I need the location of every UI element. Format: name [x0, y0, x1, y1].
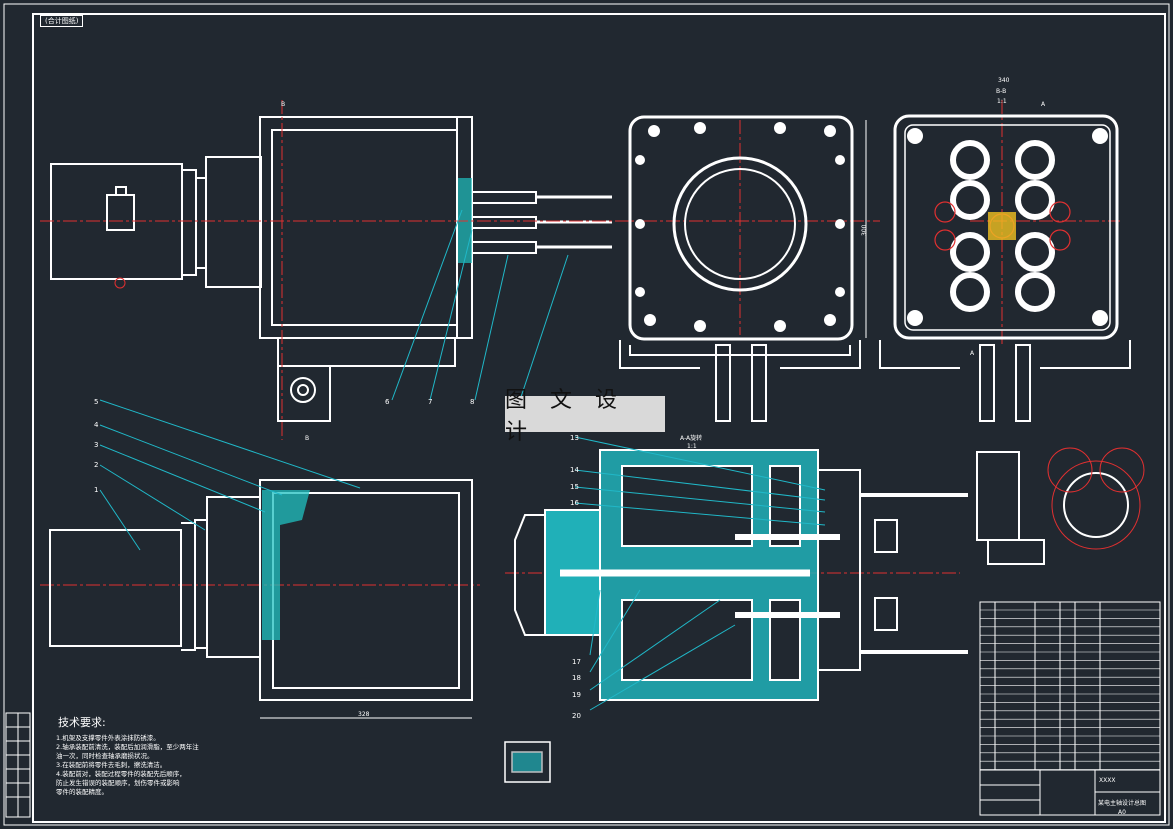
callout-13: 13 — [570, 434, 579, 442]
callout-14: 14 — [570, 466, 579, 474]
title-block-size: A0 — [1118, 809, 1126, 816]
section-marker-a-top: A — [1041, 101, 1046, 108]
section-view-rings — [950, 140, 1055, 312]
tech-requirements-title: 技术要求: — [58, 716, 106, 729]
centre-cross-icon — [114, 277, 126, 289]
tech-requirement-line: 4.装配前对，装配过程零件的装配先后顺序， — [56, 770, 186, 778]
section-view-bb — [879, 114, 1131, 422]
callout-3: 3 — [94, 441, 98, 449]
tech-requirement-line: 2.轴承装配前清洗，装配后加润滑脂，至少两年注 — [56, 743, 199, 751]
front-view — [619, 115, 861, 422]
callouts: 5 4 3 2 1 6 7 8 13 14 15 16 17 18 19 20 — [94, 398, 581, 720]
parts-list-rows — [980, 609, 1160, 770]
section-marker-a-bottom: A — [970, 350, 975, 357]
callout-15: 15 — [570, 483, 579, 491]
detail-view-right — [976, 447, 1145, 565]
callout-20: 20 — [572, 712, 581, 720]
callout-5: 5 — [94, 398, 98, 406]
callout-6: 6 — [385, 398, 390, 406]
dim-text-top: 340 — [998, 77, 1010, 84]
title-block-code: XXXX — [1099, 777, 1115, 784]
detail-view-bottom — [504, 741, 551, 783]
section-aa-title: A-A旋转 — [680, 434, 702, 442]
section-aa-scale: 1:1 — [687, 443, 697, 450]
section-view-corner-bolts — [907, 128, 1108, 326]
callout-16: 16 — [570, 499, 579, 507]
callout-17: 17 — [572, 658, 581, 666]
section-bb-scale: 1:1 — [997, 98, 1007, 105]
revision-strip — [5, 712, 31, 818]
section-view-aa — [514, 449, 968, 701]
dim-text-bottom: 328 — [358, 711, 370, 718]
parts-list — [979, 601, 1161, 771]
callout-2: 2 — [94, 461, 98, 469]
tech-requirement-line: 1.机架及支撑零件外表涂抹防锈漆。 — [56, 734, 160, 742]
watermark: 图 文 设 计 — [505, 388, 665, 445]
callout-7: 7 — [428, 398, 432, 406]
outer-border — [3, 3, 1170, 826]
tech-requirement-line: 3.在装配前将零件去毛刺，擦洗清洁。 — [56, 761, 167, 769]
title-block — [979, 769, 1161, 816]
tech-requirement-line: 零件的装配精度。 — [56, 788, 108, 796]
section-marker-b-bottom: B — [305, 435, 309, 442]
dim-text-height: 300 — [861, 224, 868, 236]
callout-8: 8 — [470, 398, 474, 406]
section-bb-title: B-B — [996, 88, 1006, 95]
title-block-name: 某电主轴设计总图 — [1098, 799, 1146, 807]
front-view-bolts — [635, 122, 845, 332]
tech-requirement-line: 油一次，同时检查轴承磨损状况。 — [56, 752, 154, 760]
callout-19: 19 — [572, 691, 581, 699]
top-view-hatch — [262, 490, 310, 640]
callout-18: 18 — [572, 674, 581, 682]
section-view-highlight — [988, 212, 1016, 240]
callout-4: 4 — [94, 421, 99, 429]
callout-1: 1 — [94, 486, 98, 494]
top-view — [49, 479, 473, 701]
inner-border — [32, 13, 1166, 823]
sheet-corner-tag: (合计图纸) — [40, 15, 84, 27]
tech-requirement-line: 防止发生错误的装配顺序，划伤零件或影响 — [56, 779, 180, 787]
section-marker-b-top: B — [281, 101, 285, 108]
leader-lines — [99, 209, 826, 711]
